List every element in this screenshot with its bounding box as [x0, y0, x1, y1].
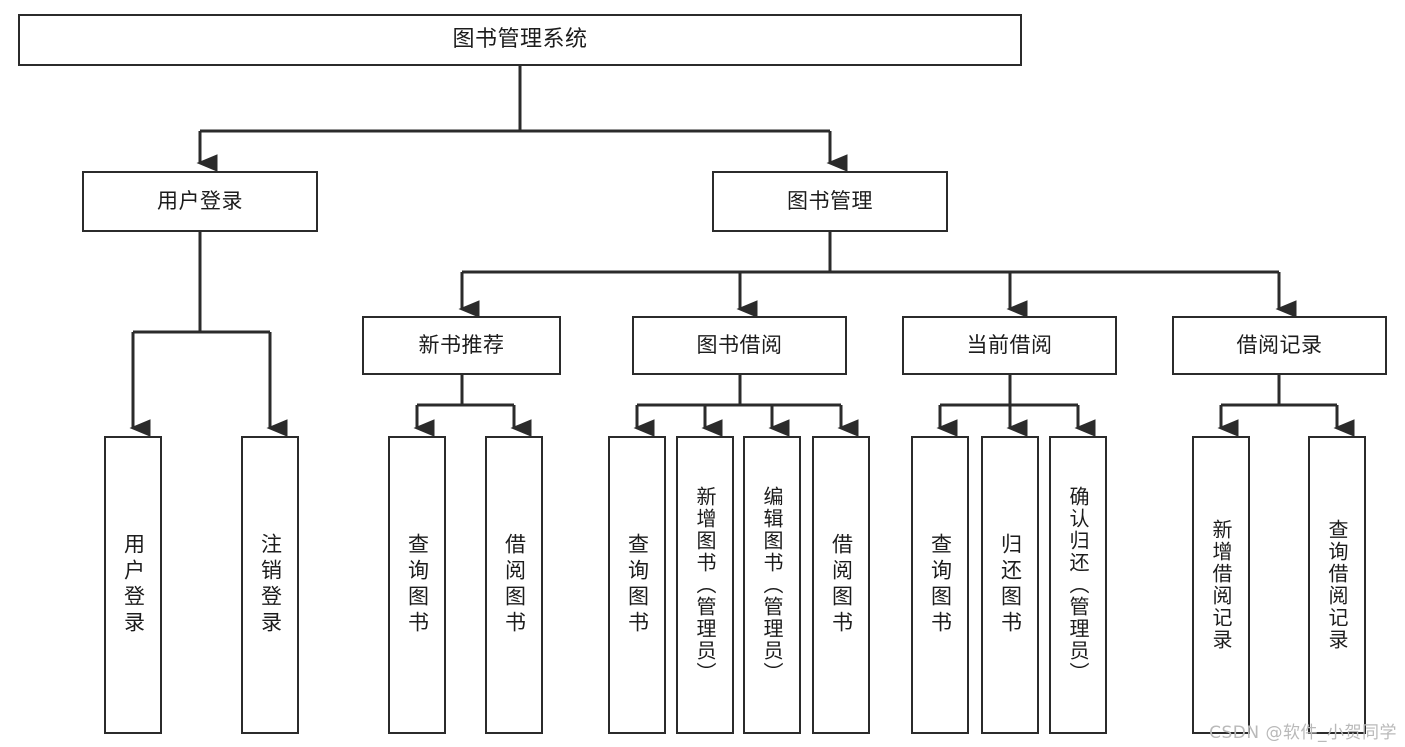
node-label: 当前借阅 — [966, 333, 1053, 358]
node-label: 查询图书 — [405, 533, 430, 637]
node-label: 新书推荐 — [418, 333, 505, 358]
node-leaf-user-login[interactable]: 用户登录 — [104, 436, 162, 734]
node-root-book-management-system[interactable]: 图书管理系统 — [18, 14, 1022, 66]
node-label: 用户登录 — [121, 533, 146, 637]
node-label: 借阅图书 — [502, 533, 527, 637]
node-label: 借阅记录 — [1236, 333, 1323, 358]
node-label: 用户登录 — [157, 189, 243, 214]
node-label: 归还图书 — [998, 533, 1023, 637]
node-leaf-query-book-recommend[interactable]: 查询图书 — [388, 436, 446, 734]
node-leaf-borrow-book-recommend[interactable]: 借阅图书 — [485, 436, 543, 734]
node-leaf-query-book-current[interactable]: 查询图书 — [911, 436, 969, 734]
node-label: 查询图书 — [625, 533, 650, 637]
node-leaf-add-book[interactable]: 新增图书（管理员） — [676, 436, 734, 734]
node-label: 确认归还（管理员） — [1066, 486, 1090, 684]
node-user-login[interactable]: 用户登录 — [82, 171, 318, 232]
node-label: 新增借阅记录 — [1209, 519, 1233, 651]
node-label: 编辑图书（管理员） — [760, 486, 784, 684]
node-leaf-borrow-book[interactable]: 借阅图书 — [812, 436, 870, 734]
node-leaf-query-borrow-record[interactable]: 查询借阅记录 — [1308, 436, 1366, 734]
node-label: 查询借阅记录 — [1325, 519, 1349, 651]
node-label: 查询图书 — [928, 533, 953, 637]
node-label: 新增图书（管理员） — [693, 486, 717, 684]
node-new-book-recommend[interactable]: 新书推荐 — [362, 316, 561, 375]
node-leaf-add-borrow-record[interactable]: 新增借阅记录 — [1192, 436, 1250, 734]
node-label: 图书借阅 — [696, 333, 783, 358]
node-label: 图书管理系统 — [452, 27, 588, 53]
node-label: 借阅图书 — [829, 533, 854, 637]
node-label: 图书管理 — [787, 189, 873, 214]
node-label: 注销登录 — [258, 533, 283, 637]
node-leaf-return-book[interactable]: 归还图书 — [981, 436, 1039, 734]
node-book-borrow[interactable]: 图书借阅 — [632, 316, 847, 375]
node-leaf-query-book-borrow[interactable]: 查询图书 — [608, 436, 666, 734]
node-current-borrow[interactable]: 当前借阅 — [902, 316, 1117, 375]
node-leaf-edit-book[interactable]: 编辑图书（管理员） — [743, 436, 801, 734]
node-leaf-confirm-return[interactable]: 确认归还（管理员） — [1049, 436, 1107, 734]
node-book-management[interactable]: 图书管理 — [712, 171, 948, 232]
node-borrow-record[interactable]: 借阅记录 — [1172, 316, 1387, 375]
node-leaf-user-logout[interactable]: 注销登录 — [241, 436, 299, 734]
